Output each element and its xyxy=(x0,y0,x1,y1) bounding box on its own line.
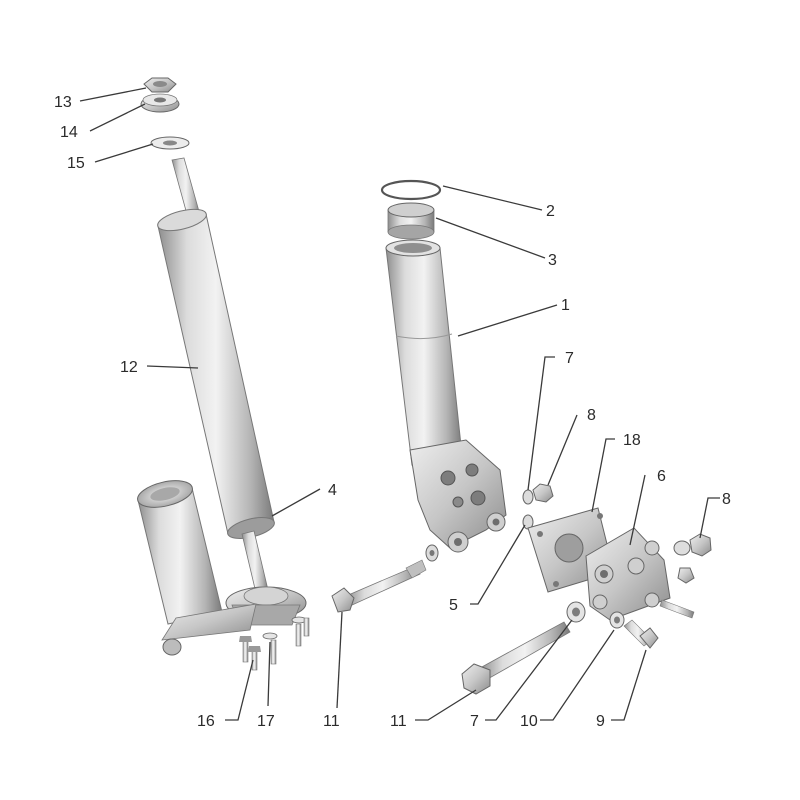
callout-8-right: 8 xyxy=(722,491,731,508)
bushing-3 xyxy=(387,202,435,240)
callout-11-left: 11 xyxy=(323,713,340,730)
fork-tube-1 xyxy=(385,239,507,553)
callout-7-lower: 7 xyxy=(470,713,479,730)
callout-6: 6 xyxy=(657,468,666,485)
bushing-14 xyxy=(140,93,180,113)
callout-10: 10 xyxy=(520,713,538,730)
nut-8-upper xyxy=(532,483,554,503)
reservoir-canister xyxy=(137,480,257,656)
callout-labels: 13 14 15 12 4 16 17 11 11 2 3 1 7 8 18 6… xyxy=(54,94,731,730)
callout-11-right: 11 xyxy=(390,713,407,730)
callout-7-upper: 7 xyxy=(565,350,574,367)
washer-7-lower xyxy=(566,601,586,623)
bolt-11-upper xyxy=(331,559,427,613)
bolt-11-lower xyxy=(461,621,571,695)
callout-5: 5 xyxy=(449,597,458,614)
nut-8-right xyxy=(659,533,712,619)
nut-13 xyxy=(143,77,177,93)
callout-17: 17 xyxy=(257,713,275,730)
ring-2 xyxy=(380,179,442,201)
callout-16: 16 xyxy=(197,713,215,730)
callout-14: 14 xyxy=(60,124,78,141)
washer-10 xyxy=(609,611,625,629)
leader-lines xyxy=(79,87,720,721)
bolts-16 xyxy=(239,636,261,671)
washers-5 xyxy=(425,489,534,562)
callout-18: 18 xyxy=(623,432,641,449)
callout-1: 1 xyxy=(561,297,570,314)
callout-12: 12 xyxy=(120,359,138,376)
callout-9: 9 xyxy=(596,713,605,730)
callout-4: 4 xyxy=(328,482,337,499)
callout-13: 13 xyxy=(54,94,72,111)
damper-body-12 xyxy=(157,157,275,594)
bolt-9 xyxy=(623,619,659,649)
callout-15: 15 xyxy=(67,155,85,172)
callout-2: 2 xyxy=(546,203,555,220)
washer-15 xyxy=(150,136,190,150)
washers-17 xyxy=(262,616,310,665)
callout-3: 3 xyxy=(548,252,557,269)
callout-8-upper: 8 xyxy=(587,407,596,424)
